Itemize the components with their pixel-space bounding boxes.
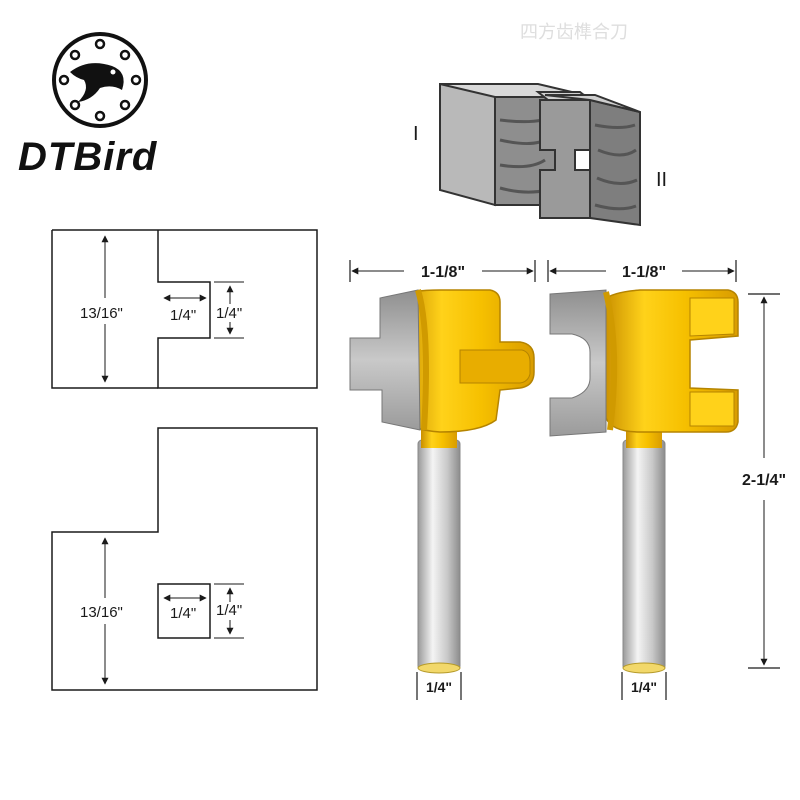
bit-left-width-label: 1-1/8"	[421, 264, 465, 281]
part-label-left: I	[413, 123, 419, 145]
profile-top-height-label: 13/16"	[80, 305, 123, 322]
bit-left-shank-label: 1/4"	[426, 679, 452, 695]
brand-name: DTBird	[18, 135, 158, 179]
profile-bottom-width-label: 1/4"	[170, 605, 196, 622]
bit-right-width-label: 1-1/8"	[622, 264, 666, 281]
profile-top-width-label: 1/4"	[170, 307, 196, 324]
bit-right-length-label: 2-1/4"	[742, 472, 786, 489]
profile-bottom-depth-label: 1/4"	[216, 602, 242, 619]
profile-diagram-top: 13/16" 1/4" 1/4"	[51, 229, 318, 389]
part-label-right: II	[656, 169, 667, 191]
profile-diagram-bottom: 13/16" 1/4" 1/4"	[51, 427, 318, 691]
watermark-text: 四方齿榫合刀	[520, 22, 628, 43]
joint-illustration: I II	[413, 83, 667, 227]
router-bit-left: 1-1/8" 1/4"	[349, 260, 536, 700]
profile-top-depth-label: 1/4"	[216, 305, 242, 322]
router-bit-right: 1-1/8" 1/4" 2-1/4"	[547, 260, 786, 700]
bit-right-shank-label: 1/4"	[631, 679, 657, 695]
brand-logo-icon	[52, 32, 148, 128]
profile-bottom-height-label: 13/16"	[80, 604, 123, 621]
